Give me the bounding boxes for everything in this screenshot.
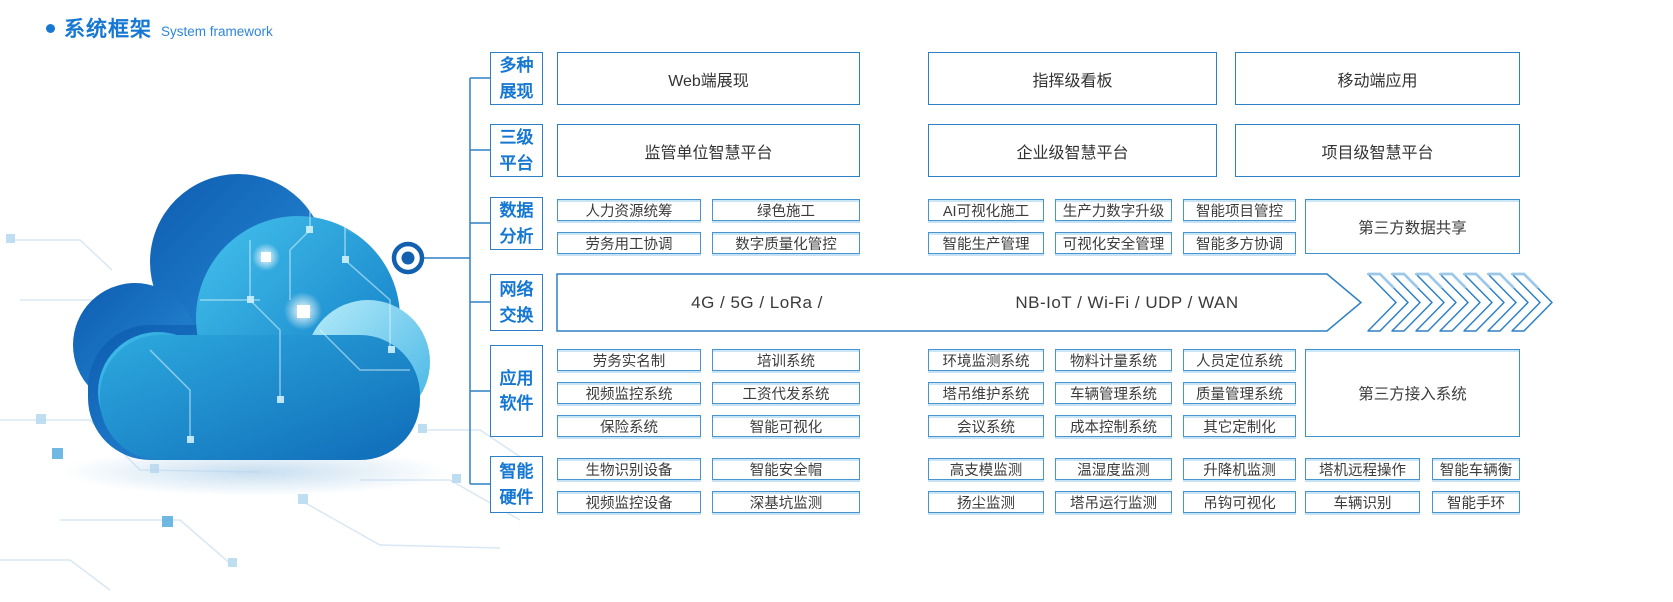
analysis-box: AI可视化施工 (928, 199, 1044, 221)
hardware-box: 生物识别设备 (557, 458, 701, 480)
circuit-floor-bright-nodes (52, 448, 173, 527)
software-box: 车辆管理系统 (1055, 382, 1172, 404)
network-protocols-right: NB-IoT / Wi-Fi / UDP / WAN (1015, 292, 1239, 312)
category-hardware: 智能硬件 (490, 456, 543, 513)
software-box: 塔吊维护系统 (928, 382, 1044, 404)
analysis-box: 数字质量化管控 (712, 232, 860, 254)
hardware-box: 高支模监测 (928, 458, 1044, 480)
software-box: 劳务实名制 (557, 349, 701, 371)
title-en: System framework (161, 24, 273, 39)
box-enterprise-platform: 企业级智慧平台 (928, 124, 1217, 177)
hardware-box: 深基坑监测 (712, 491, 860, 513)
box-third-party-data-share: 第三方数据共享 (1305, 199, 1520, 254)
box-third-party-access: 第三方接入系统 (1305, 349, 1520, 437)
page-title: 系统框架 System framework (46, 13, 273, 43)
software-box: 智能可视化 (712, 415, 860, 437)
software-box: 会议系统 (928, 415, 1044, 437)
box-mobile-app: 移动端应用 (1235, 52, 1520, 105)
software-box: 物料计量系统 (1055, 349, 1172, 371)
connector-lines (421, 77, 490, 485)
analysis-box: 可视化安全管理 (1055, 232, 1172, 254)
analysis-box: 人力资源统筹 (557, 199, 701, 221)
hardware-box: 扬尘监测 (928, 491, 1044, 513)
network-protocols-left: 4G / 5G / LoRa / (691, 292, 823, 312)
network-banner-shape (556, 273, 1363, 332)
software-box: 环境监测系统 (928, 349, 1044, 371)
hardware-box: 智能手环 (1432, 491, 1520, 513)
hardware-box: 塔机远程操作 (1305, 458, 1420, 480)
analysis-box: 智能生产管理 (928, 232, 1044, 254)
hardware-box: 升降机监测 (1183, 458, 1296, 480)
category-display: 多种展现 (490, 52, 543, 105)
analysis-box: 绿色施工 (712, 199, 860, 221)
category-software: 应用软件 (490, 345, 543, 437)
hardware-box: 智能车辆衡 (1432, 458, 1520, 480)
software-box: 人员定位系统 (1183, 349, 1296, 371)
hardware-box: 温湿度监测 (1055, 458, 1172, 480)
hardware-box: 视频监控设备 (557, 491, 701, 513)
hardware-box: 塔吊运行监测 (1055, 491, 1172, 513)
analysis-box: 智能项目管控 (1183, 199, 1296, 221)
software-box: 质量管理系统 (1183, 382, 1296, 404)
software-box: 成本控制系统 (1055, 415, 1172, 437)
analysis-box: 生产力数字升级 (1055, 199, 1172, 221)
software-box: 其它定制化 (1183, 415, 1296, 437)
category-network: 网络交换 (490, 274, 543, 331)
box-regulator-platform: 监管单位智慧平台 (557, 124, 860, 177)
box-web-display: Web端展现 (557, 52, 860, 105)
bullet-icon (46, 23, 55, 33)
cloud-illustration-icon (73, 174, 430, 460)
box-project-platform: 项目级智慧平台 (1235, 124, 1520, 177)
title-zh: 系统框架 (64, 18, 152, 41)
hardware-box: 吊钩可视化 (1183, 491, 1296, 513)
software-box: 工资代发系统 (712, 382, 860, 404)
hardware-box: 智能安全帽 (712, 458, 860, 480)
category-analysis: 数据分析 (490, 197, 543, 250)
hardware-box: 车辆识别 (1305, 491, 1420, 513)
software-box: 保险系统 (557, 415, 701, 437)
chevron-arrows-icon (1367, 273, 1553, 332)
hub-node-icon (391, 241, 425, 275)
box-command-board: 指挥级看板 (928, 52, 1217, 105)
analysis-box: 劳务用工协调 (557, 232, 701, 254)
software-box: 视频监控系统 (557, 382, 701, 404)
category-platform: 三级平台 (490, 124, 543, 177)
software-box: 培训系统 (712, 349, 860, 371)
analysis-box: 智能多方协调 (1183, 232, 1296, 254)
chevron-highlights (1368, 272, 1540, 290)
